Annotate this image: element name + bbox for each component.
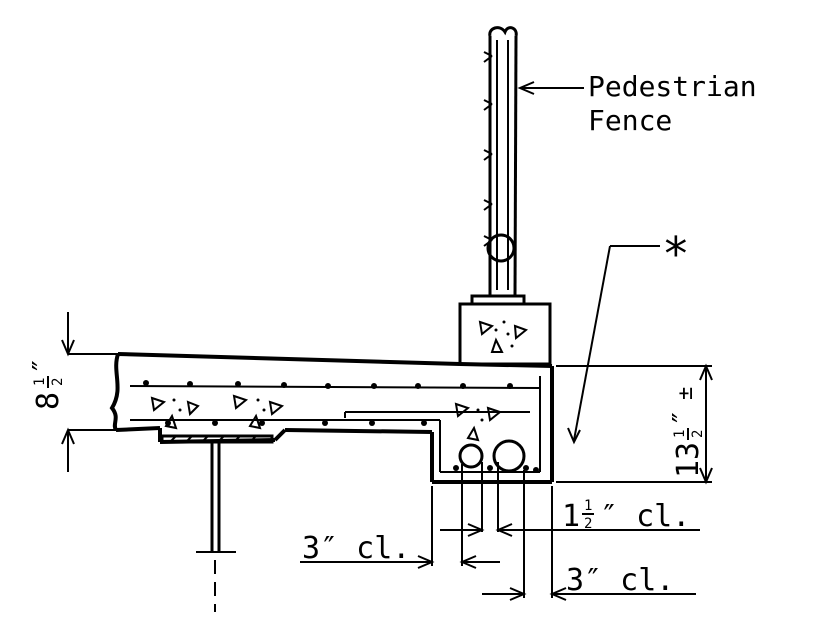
- concrete-aggregate-marks: [150, 394, 503, 442]
- svg-text:″ cl.: ″ cl.: [600, 499, 690, 534]
- svg-text:2: 2: [584, 516, 592, 532]
- clear-right-label: 3″ cl.: [566, 563, 674, 598]
- fence-pedestal: [458, 302, 552, 366]
- asterisk-note-mark: *: [662, 227, 690, 281]
- svg-text:1: 1: [672, 430, 688, 438]
- clearance-extension-lines: [431, 462, 553, 598]
- svg-text:1: 1: [32, 378, 48, 386]
- curb-height-dimension: [556, 363, 713, 485]
- svg-text:1: 1: [584, 498, 592, 514]
- svg-text:±: ±: [673, 387, 698, 400]
- svg-text:8: 8: [31, 392, 66, 410]
- slab-thickness-dimension: [61, 312, 118, 472]
- fence-label-line1: Pedestrian: [588, 70, 757, 103]
- svg-text:2: 2: [50, 378, 66, 386]
- fence-label-leader: [517, 81, 584, 95]
- girder: [160, 434, 274, 612]
- svg-text:2: 2: [690, 430, 706, 438]
- slab-thickness-text: 8 1 2 ″: [26, 357, 66, 410]
- curb-height-text: 13 1 2 ″ ±: [666, 387, 706, 478]
- clear-right-dimension: [482, 587, 696, 601]
- asterisk-leader: [567, 245, 660, 445]
- svg-text:13: 13: [671, 442, 706, 478]
- clear-bottom-text: 1 1 2 ″ cl.: [562, 498, 690, 534]
- curb-conduits: [458, 439, 526, 473]
- clear-bottom-dimension: [440, 523, 700, 537]
- clear-left-label: 3″ cl.: [302, 531, 410, 566]
- pedestrian-fence-post: [483, 26, 518, 297]
- clear-left-dimension: [300, 555, 500, 569]
- deck-slab-outline: [109, 352, 554, 484]
- slab-reinforcement: [129, 376, 541, 473]
- svg-text:1: 1: [562, 499, 580, 534]
- svg-text:″: ″: [666, 409, 699, 426]
- svg-text:″: ″: [26, 357, 59, 374]
- rebar-dots: [143, 380, 539, 473]
- fence-label-line2: Fence: [588, 104, 672, 137]
